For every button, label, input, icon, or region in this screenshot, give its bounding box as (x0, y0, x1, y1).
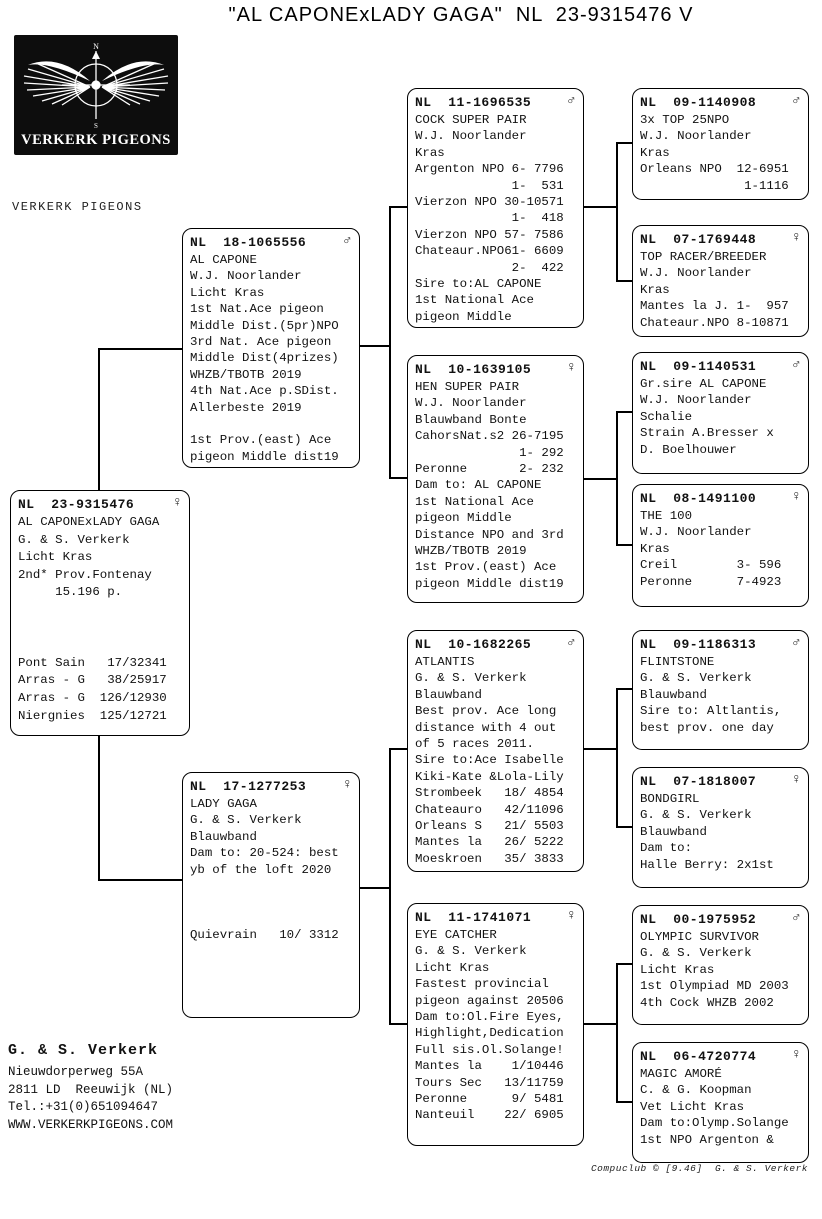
connector-line (616, 826, 632, 828)
connector-line (616, 963, 618, 1103)
male-icon: ♂ (343, 233, 352, 249)
ring-number: NL 09-1140531 (640, 359, 757, 374)
connector-line (360, 345, 391, 347)
ring-number: NL 07-1818007 (640, 774, 757, 789)
pedigree-box-flintstone: NL 09-1186313 ♂ FLINTSTONE G. & S. Verke… (632, 630, 809, 750)
connector-line (616, 544, 632, 546)
page-title: "AL CAPONExLADY GAGA" NL 23-9315476 V (228, 4, 694, 26)
connector-line (616, 963, 632, 965)
logo-text: VERKERK PIGEONS (21, 132, 171, 148)
ring-number: NL 10-1682265 (415, 637, 532, 652)
connector-line (616, 411, 632, 413)
ring-number: NL 06-4720774 (640, 1049, 757, 1064)
connector-line (616, 1101, 632, 1103)
ring-number: NL 10-1639105 (415, 362, 532, 377)
female-icon: ♀ (792, 772, 801, 788)
pedigree-text: HEN SUPER PAIR W.J. Noorlander Blauwband… (415, 380, 564, 591)
male-icon: ♂ (567, 635, 576, 651)
breeder-label: VERKERK PIGEONS (12, 200, 143, 214)
connector-line (389, 477, 407, 479)
connector-line (98, 735, 100, 881)
pedigree-text: FLINTSTONE G. & S. Verkerk Blauwband Sir… (640, 655, 782, 735)
ring-number: NL 17-1277253 (190, 779, 307, 794)
pedigree-box-al-capone: NL 18-1065556 ♂ AL CAPONE W.J. Noorlande… (182, 228, 360, 468)
connector-line (616, 280, 632, 282)
breeder-address: Nieuwdorperweg 55A 2811 LD Reeuwijk (NL)… (8, 1065, 174, 1132)
pedigree-text: TOP RACER/BREEDER W.J. Noorlander Kras M… (640, 250, 789, 330)
pedigree-box-top-25npo: NL 09-1140908 ♂ 3x TOP 25NPO W.J. Noorla… (632, 88, 809, 200)
pedigree-text: AL CAPONExLADY GAGA G. & S. Verkerk Lich… (18, 515, 167, 723)
male-icon: ♂ (792, 910, 801, 926)
pedigree-box-olympic-survivor: NL 00-1975952 ♂ OLYMPIC SURVIVOR G. & S.… (632, 905, 809, 1025)
connector-line (616, 688, 632, 690)
pedigree-text: OLYMPIC SURVIVOR G. & S. Verkerk Licht K… (640, 930, 789, 1010)
connector-line (98, 879, 182, 881)
pedigree-text: MAGIC AMORÉ C. & G. Koopman Vet Licht Kr… (640, 1067, 789, 1147)
ring-number: NL 23-9315476 (18, 497, 135, 512)
ring-number: NL 11-1696535 (415, 95, 532, 110)
connector-line (389, 748, 407, 750)
ring-number: NL 11-1741071 (415, 910, 532, 925)
connector-line (389, 206, 391, 479)
connector-line (616, 688, 618, 828)
connector-line (584, 478, 618, 480)
pedigree-box-gr-sire-al-capone: NL 09-1140531 ♂ Gr.sire AL CAPONE W.J. N… (632, 352, 809, 474)
pedigree-text: Gr.sire AL CAPONE W.J. Noorlander Schali… (640, 377, 774, 457)
ring-number: NL 09-1186313 (640, 637, 757, 652)
pedigree-text: LADY GAGA G. & S. Verkerk Blauwband Dam … (190, 797, 339, 943)
connector-line (98, 349, 100, 491)
pedigree-text: ATLANTIS G. & S. Verkerk Blauwband Best … (415, 655, 564, 866)
connector-line (584, 748, 618, 750)
svg-text:N: N (93, 42, 99, 51)
connector-line (389, 206, 407, 208)
connector-line (98, 348, 182, 350)
female-icon: ♀ (567, 908, 576, 924)
pedigree-text: EYE CATCHER G. & S. Verkerk Licht Kras F… (415, 928, 564, 1123)
pedigree-box-atlantis: NL 10-1682265 ♂ ATLANTIS G. & S. Verkerk… (407, 630, 584, 872)
male-icon: ♂ (792, 635, 801, 651)
female-icon: ♀ (567, 360, 576, 376)
pedigree-box-hen-super-pair: NL 10-1639105 ♀ HEN SUPER PAIR W.J. Noor… (407, 355, 584, 603)
male-icon: ♂ (792, 93, 801, 109)
pedigree-box-magic-amore: NL 06-4720774 ♀ MAGIC AMORÉ C. & G. Koop… (632, 1042, 809, 1163)
connector-line (616, 142, 632, 144)
connector-line (616, 411, 618, 546)
pedigree-box-cock-super-pair: NL 11-1696535 ♂ COCK SUPER PAIR W.J. Noo… (407, 88, 584, 328)
pedigree-box-lady-gaga: NL 17-1277253 ♀ LADY GAGA G. & S. Verker… (182, 772, 360, 1018)
pedigree-box-top-racer-breeder: NL 07-1769448 ♀ TOP RACER/BREEDER W.J. N… (632, 225, 809, 337)
female-icon: ♀ (792, 1047, 801, 1063)
ring-number: NL 18-1065556 (190, 235, 307, 250)
verkerk-logo: N S VERKERK PIGEONS (14, 35, 178, 155)
svg-text:S: S (94, 122, 98, 130)
pedigree-text: COCK SUPER PAIR W.J. Noorlander Kras Arg… (415, 113, 564, 324)
connector-line (616, 142, 618, 282)
connector-line (389, 1023, 407, 1025)
pedigree-box-the-100: NL 08-1491100 ♀ THE 100 W.J. Noorlander … (632, 484, 809, 607)
ring-number: NL 07-1769448 (640, 232, 757, 247)
male-icon: ♂ (792, 357, 801, 373)
connector-line (389, 748, 391, 1025)
ring-number: NL 09-1140908 (640, 95, 757, 110)
pedigree-text: THE 100 W.J. Noorlander Kras Creil 3- 59… (640, 509, 782, 589)
compuclub-credit: Compuclub © [9.46] G. & S. Verkerk (590, 1163, 808, 1174)
ring-number: NL 08-1491100 (640, 491, 757, 506)
pedigree-box-eye-catcher: NL 11-1741071 ♀ EYE CATCHER G. & S. Verk… (407, 903, 584, 1146)
ring-number: NL 00-1975952 (640, 912, 757, 927)
connector-line (360, 887, 391, 889)
female-icon: ♀ (343, 777, 352, 793)
pedigree-box-bondgirl: NL 07-1818007 ♀ BONDGIRL G. & S. Verkerk… (632, 767, 809, 888)
wings-compass-icon: N S VERKERK PIGEONS (21, 42, 171, 148)
pedigree-text: BONDGIRL G. & S. Verkerk Blauwband Dam t… (640, 792, 774, 872)
female-icon: ♀ (792, 230, 801, 246)
male-icon: ♂ (567, 93, 576, 109)
female-icon: ♀ (792, 489, 801, 505)
breeder-contact-block: G. & S. Verkerk Nieuwdorperweg 55A 2811 … (8, 1042, 173, 1134)
pedigree-text: AL CAPONE W.J. Noorlander Licht Kras 1st… (190, 253, 339, 464)
pedigree-box-subject: NL 23-9315476 ♀ AL CAPONExLADY GAGA G. &… (10, 490, 190, 736)
pedigree-text: 3x TOP 25NPO W.J. Noorlander Kras Orlean… (640, 113, 789, 193)
connector-line (584, 1023, 618, 1025)
breeder-name: G. & S. Verkerk (8, 1042, 159, 1059)
female-icon: ♀ (173, 495, 182, 511)
connector-line (584, 206, 618, 208)
